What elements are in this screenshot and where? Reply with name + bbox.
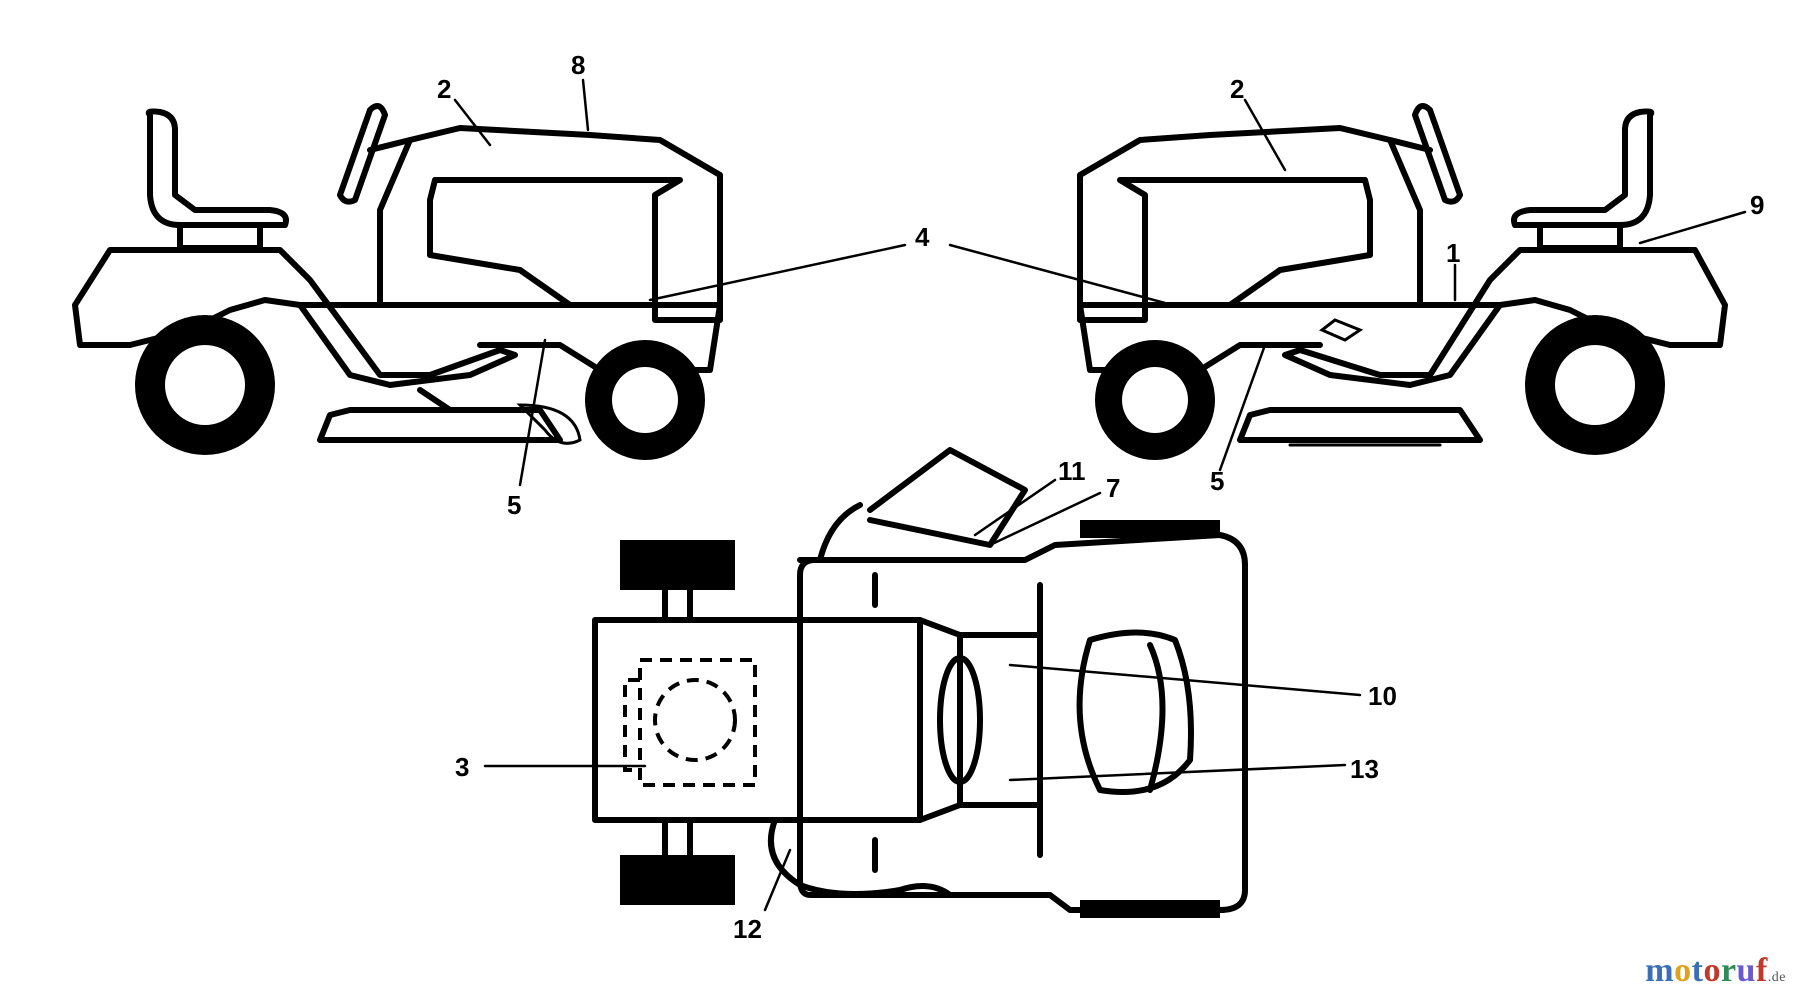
top-hood	[592, 617, 923, 823]
top-body-inner	[957, 632, 1043, 808]
right-rear-wheel	[1525, 315, 1665, 455]
callout-10: 10	[1368, 681, 1397, 711]
callout-3: 3	[455, 752, 469, 782]
tractor-right-side-view	[1077, 103, 1728, 460]
top-seat-back	[1147, 642, 1166, 793]
leader-2-left	[453, 98, 492, 147]
top-deck-front-arc	[817, 502, 863, 563]
left-steering-wheel	[337, 103, 388, 205]
leader-4-right	[948, 243, 1167, 305]
leader-2-right	[1243, 98, 1287, 172]
top-deck-lower-arc	[767, 817, 953, 898]
top-discharge-chute	[867, 447, 1028, 548]
leader-11	[973, 478, 1057, 537]
leader-7	[988, 491, 1102, 547]
leader-5-left	[518, 338, 547, 487]
watermark-letter: m	[1645, 952, 1675, 989]
left-mower-deck	[317, 407, 563, 443]
callout-2-right: 2	[1230, 74, 1244, 104]
left-seat	[145, 108, 289, 228]
leader-10	[1008, 663, 1362, 697]
left-hood	[407, 125, 723, 323]
callout-leaders	[453, 78, 1747, 912]
right-hood-rear	[1337, 137, 1423, 308]
leader-13	[1008, 763, 1347, 782]
left-steering-column	[367, 137, 413, 153]
leader-4-left	[648, 243, 907, 302]
callout-labels: 8 2 4 5 2 1 9 5 11 7 3 10 13 12	[437, 50, 1764, 944]
callout-12: 12	[733, 914, 762, 944]
callout-13: 13	[1350, 754, 1379, 784]
left-hood-rear	[377, 137, 463, 308]
top-front-axle-upper	[662, 587, 693, 623]
top-body	[797, 532, 1248, 913]
watermark-letter: f	[1755, 952, 1768, 989]
left-seat-base	[177, 225, 263, 251]
left-deck-hanger	[417, 387, 453, 413]
leader-5-right	[1218, 343, 1267, 472]
watermark-tld: .de	[1767, 970, 1786, 985]
callout-1: 1	[1446, 238, 1460, 268]
watermark-letter: o	[1703, 952, 1721, 989]
watermark-letter: u	[1736, 952, 1756, 989]
watermark-letter: o	[1674, 952, 1692, 989]
watermark-letter: t	[1691, 952, 1704, 989]
left-deck-belt	[516, 403, 582, 445]
top-rear-tire-upper	[1080, 520, 1220, 538]
right-lever	[1319, 318, 1364, 342]
callout-5-right: 5	[1210, 466, 1224, 496]
callout-5-left: 5	[507, 490, 521, 520]
tractor-left-side-view	[72, 103, 723, 460]
top-seat	[1076, 629, 1194, 795]
callout-7: 7	[1106, 473, 1120, 503]
top-front-tire-upper	[620, 540, 735, 590]
top-engine-side-outline	[623, 678, 640, 772]
left-front-wheel	[585, 340, 705, 460]
right-seat	[1511, 108, 1655, 228]
leader-9	[1638, 210, 1747, 245]
watermark-logo: motoruf.de	[1645, 952, 1786, 990]
top-front-axle-lower	[662, 817, 693, 858]
right-mower-deck	[1237, 407, 1483, 443]
callout-4: 4	[915, 222, 930, 252]
right-front-wheel	[1095, 340, 1215, 460]
right-steering-column	[1387, 137, 1433, 153]
top-dash-taper	[917, 617, 963, 823]
top-front-tire-lower	[620, 855, 735, 905]
tractor-top-view	[592, 447, 1248, 918]
right-seat-base	[1537, 225, 1623, 251]
callout-11: 11	[1058, 456, 1086, 486]
callout-2-left: 2	[437, 74, 451, 104]
leader-8	[581, 78, 590, 132]
callout-8: 8	[571, 50, 585, 80]
watermark-letters: motoruf	[1645, 952, 1768, 990]
leader-12	[763, 848, 792, 912]
right-hood	[1077, 125, 1393, 323]
top-steering-wheel	[937, 655, 983, 785]
left-rear-wheel	[135, 315, 275, 455]
callout-9: 9	[1750, 190, 1764, 220]
watermark-letter: r	[1720, 952, 1737, 989]
top-air-filter-outline	[653, 678, 737, 762]
right-steering-wheel	[1412, 103, 1463, 205]
